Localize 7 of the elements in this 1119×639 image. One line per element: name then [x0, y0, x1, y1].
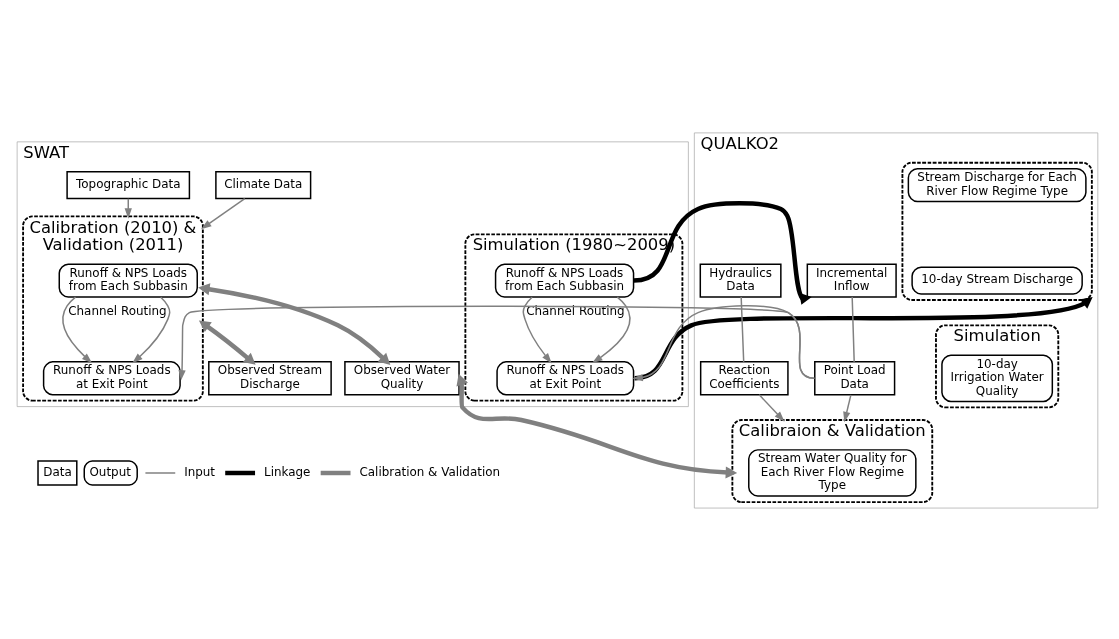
legend-label: Output [89, 464, 131, 479]
edge-label: Channel Routing [526, 304, 625, 319]
legend-label: Linkage [264, 464, 311, 479]
legend-label: Input [184, 464, 216, 479]
legend-label: Calibration & Validation [359, 464, 501, 479]
legend-label: Data [43, 464, 72, 479]
edge-label: Channel Routing [68, 304, 167, 319]
